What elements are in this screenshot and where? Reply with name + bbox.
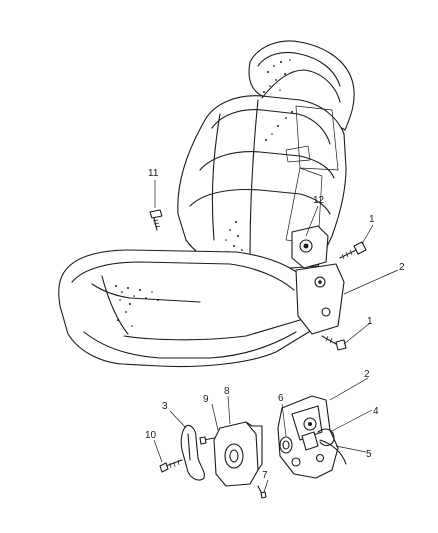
bolt-part-11	[149, 209, 163, 231]
leader-lines	[153, 180, 399, 493]
callout-7: 7	[262, 470, 268, 481]
callout-12: 12	[313, 195, 325, 206]
callout-9: 9	[203, 394, 209, 405]
callout-1-upper: 1	[369, 214, 375, 225]
callout-2-lower: 2	[364, 369, 370, 380]
callout-3: 3	[162, 401, 168, 412]
callout-8: 8	[224, 386, 230, 397]
callout-1-lower: 1	[367, 316, 373, 327]
bolt-part-1-upper	[339, 241, 367, 260]
callout-2-upper: 2	[399, 262, 405, 273]
callout-10: 10	[145, 430, 157, 441]
callout-11: 11	[148, 168, 159, 179]
callout-numbers: 11 12 1 2 1 2 4 5 6 7 8 9 3 10	[145, 168, 405, 481]
callout-6: 6	[278, 393, 284, 404]
recliner-assembly-exploded	[159, 395, 347, 499]
seat-cushion	[58, 249, 345, 368]
callout-4: 4	[373, 406, 379, 417]
callout-5: 5	[366, 449, 372, 460]
bolt-part-1-lower	[321, 335, 347, 351]
seat-back	[177, 40, 355, 273]
